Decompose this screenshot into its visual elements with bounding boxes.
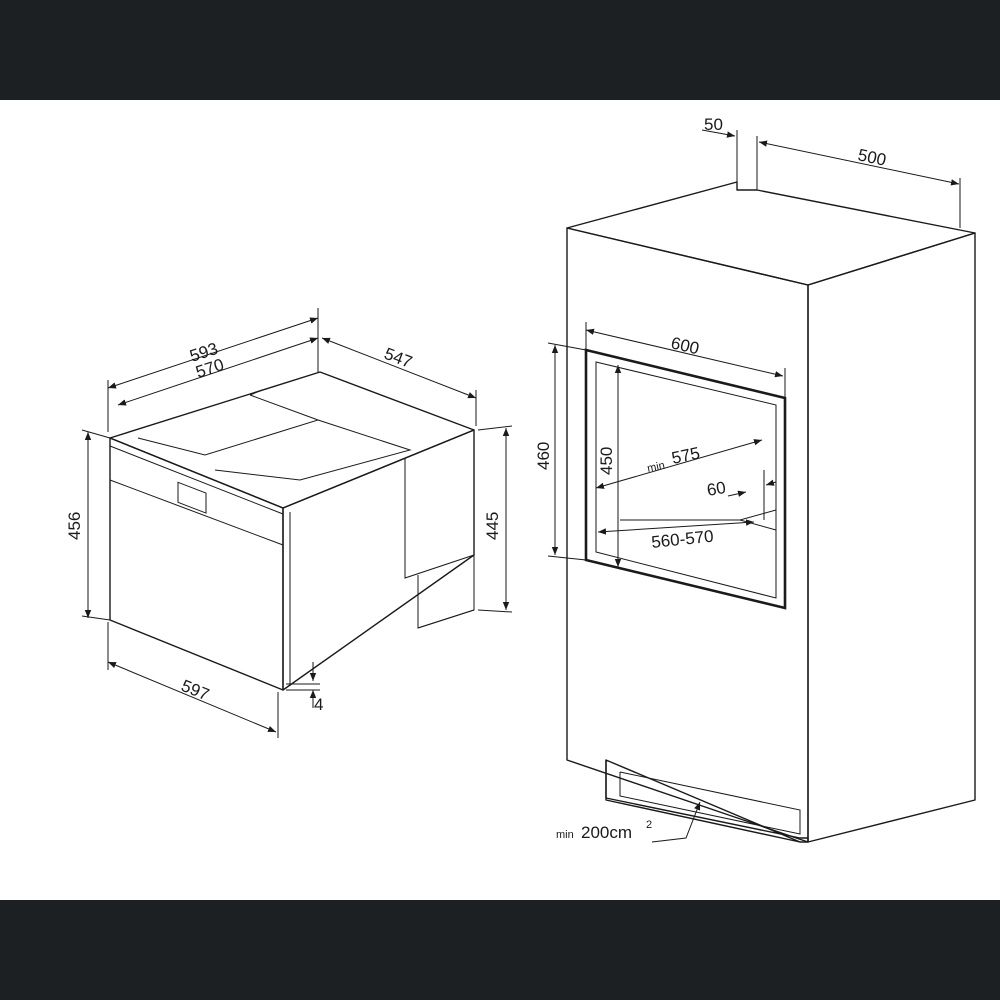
oven-back-foot xyxy=(417,555,475,629)
oven-top-face xyxy=(109,371,475,509)
plinth-vent-opening xyxy=(619,771,801,835)
dim-label-456: 456 xyxy=(65,512,84,540)
dim-label-597: 597 xyxy=(179,676,212,704)
ext-line xyxy=(81,615,111,621)
oven-top-panel-1 xyxy=(137,394,320,456)
dim-label-575: 575 xyxy=(670,443,702,467)
dim-label-60: 60 xyxy=(705,478,727,500)
dim-label-600: 600 xyxy=(669,333,701,358)
dim-label-460: 460 xyxy=(534,442,553,470)
ext-line xyxy=(477,425,513,431)
dim-line-600 xyxy=(585,328,784,378)
top-band xyxy=(0,0,1000,100)
dim-label-445: 445 xyxy=(483,512,502,540)
dim-label-560-570: 560-570 xyxy=(650,527,714,552)
oven-control-strip xyxy=(109,445,284,515)
vent-leader xyxy=(651,801,701,843)
oven-foot-edge xyxy=(417,609,475,629)
vent-area-superscript: 2 xyxy=(646,819,652,831)
dim-label-4: 4 xyxy=(314,695,323,714)
oven-display xyxy=(177,481,207,514)
plinth-front xyxy=(605,760,801,843)
cabinet-opening-depth xyxy=(739,509,777,521)
dim-line-560-570 xyxy=(597,519,755,535)
oven-door-top-edge xyxy=(109,479,284,546)
dim-line-500 xyxy=(758,140,960,186)
cabinet-drawing: 50 500 600 460 450 min 575 xyxy=(534,115,976,843)
dim-label-500: 500 xyxy=(856,145,888,169)
dim-label-50: 50 xyxy=(704,115,723,134)
oven-top-edge xyxy=(249,389,263,396)
dim-label-450: 450 xyxy=(597,447,616,475)
cabinet-top-face xyxy=(566,181,976,286)
dim-label-547: 547 xyxy=(382,344,415,372)
oven-drawing: 593 570 547 456 445 597 xyxy=(65,308,513,738)
oven-side-face xyxy=(282,429,475,691)
min-prefix-575: min xyxy=(646,460,666,475)
ext-line xyxy=(81,429,111,439)
dim-line-60-b xyxy=(765,479,777,486)
oven-front xyxy=(109,437,284,691)
bottom-band xyxy=(0,900,1000,1000)
dim-line-60 xyxy=(727,490,747,497)
dim-line-597 xyxy=(107,661,277,733)
dim-line-50 xyxy=(701,129,736,138)
ext-line xyxy=(477,609,513,613)
ext-line xyxy=(547,555,587,561)
oven-back-box xyxy=(404,458,475,579)
dim-line-575 xyxy=(595,439,763,489)
ext-line xyxy=(547,342,587,351)
dim-line-547 xyxy=(321,337,477,399)
cabinet-opening-outer xyxy=(584,348,787,610)
vent-min-prefix: min xyxy=(556,829,574,841)
cabinet-side-face xyxy=(807,232,976,843)
oven-top-panel-2 xyxy=(214,419,412,481)
dim-line-570 xyxy=(117,337,319,406)
vent-area-label: 200cm xyxy=(581,823,632,842)
